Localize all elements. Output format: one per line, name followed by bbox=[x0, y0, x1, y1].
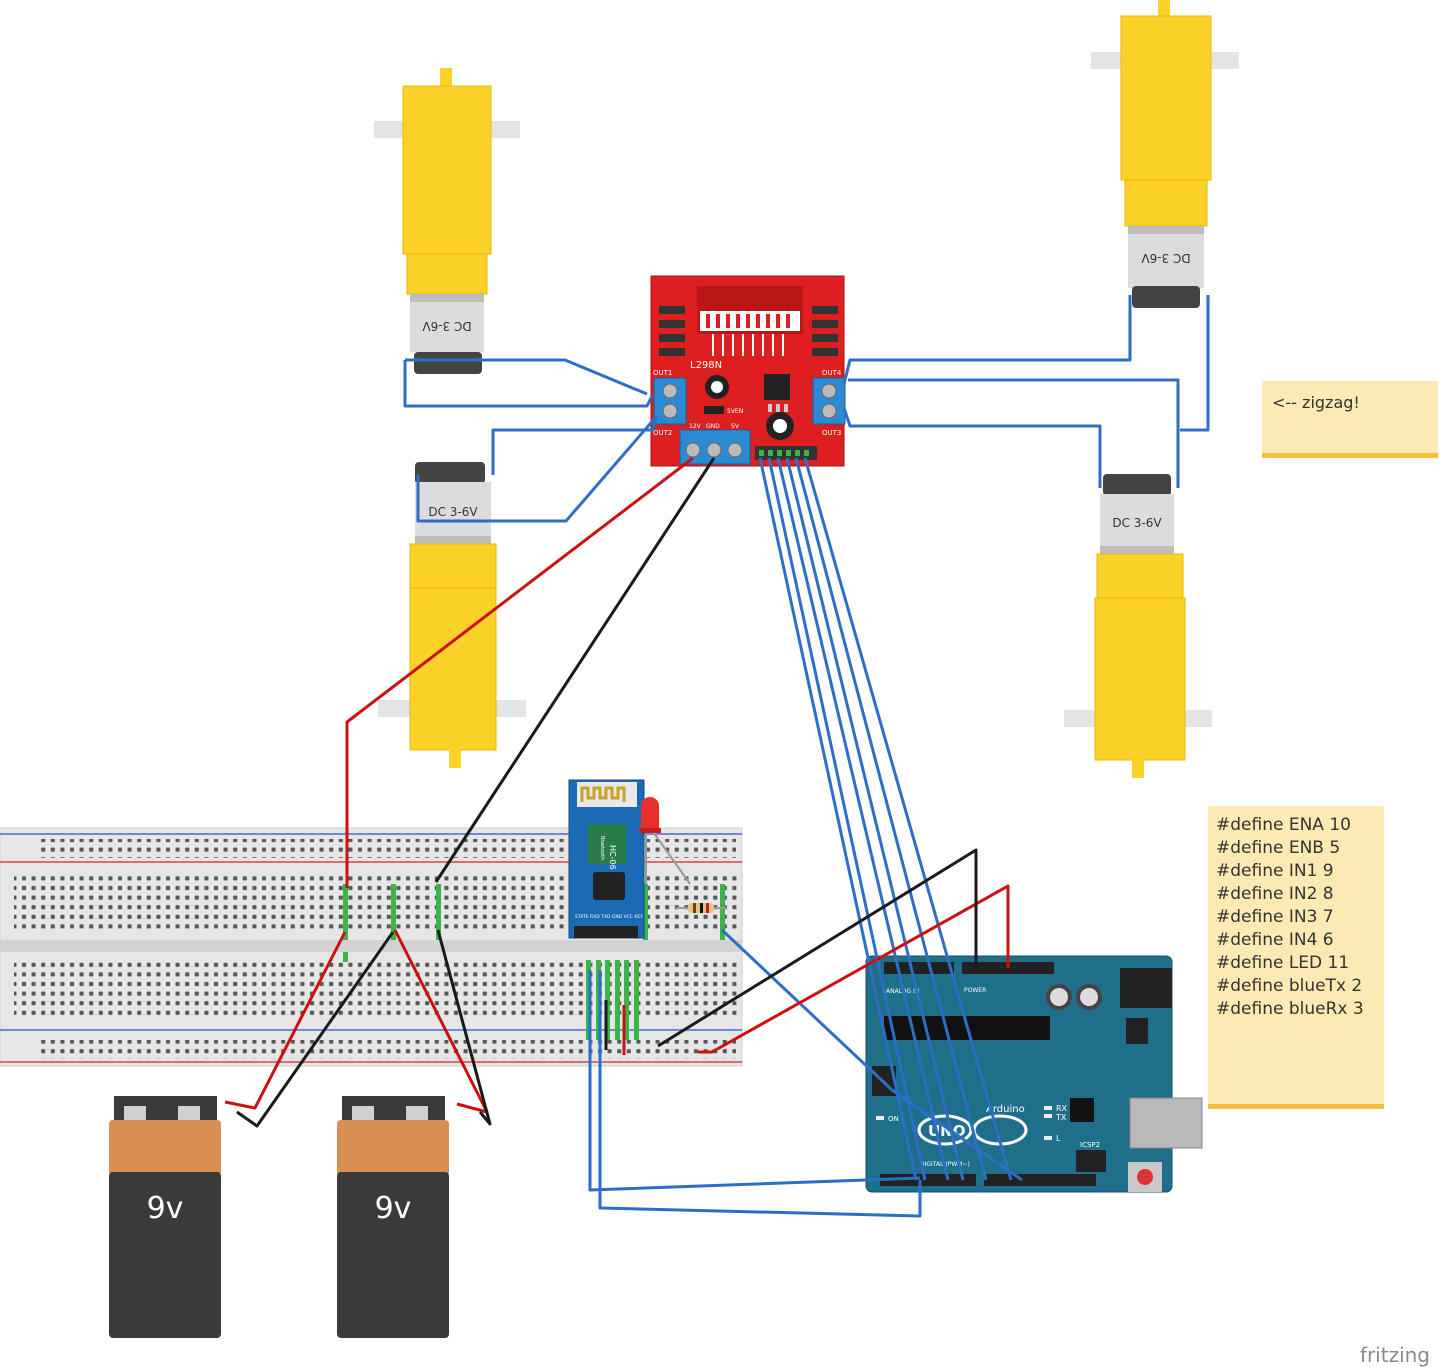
driver-out1-label: OUT1 bbox=[653, 369, 672, 377]
bluetooth-hc06: HC-06 Bluetooth STATE RXD TXD GND VCC KE… bbox=[568, 779, 645, 939]
wire-bat-l-pos bbox=[224, 931, 347, 1110]
arduino-rx-label: RX bbox=[1056, 1104, 1068, 1113]
define-line: #define IN3 7 bbox=[1216, 907, 1334, 927]
arduino-on-label: ON bbox=[888, 1115, 899, 1123]
motor-bottom-right: DC 3-6V bbox=[1064, 474, 1212, 778]
note-zigzag: <-- zigzag! bbox=[1262, 381, 1438, 458]
wire-ctrl-6 bbox=[803, 457, 1013, 1181]
wire-motor-tr-b bbox=[1180, 295, 1210, 432]
wire-bat-r-neg bbox=[436, 929, 492, 1126]
wire-motor-bl-b bbox=[416, 416, 658, 523]
fritzing-brand: fritzing bbox=[1359, 1343, 1430, 1367]
note-zigzag-text: <-- zigzag! bbox=[1272, 393, 1360, 412]
driver-5v-label: 5V bbox=[731, 423, 740, 430]
define-line: #define ENB 5 bbox=[1216, 838, 1341, 858]
wire-ctrl-3 bbox=[776, 457, 950, 1181]
wire-bat-l-neg bbox=[236, 931, 395, 1128]
wire-bt-rx bbox=[588, 970, 921, 1192]
battery-right-label: 9v bbox=[375, 1191, 412, 1226]
blue-wires bbox=[403, 295, 1210, 1218]
driver-out4-label: OUT4 bbox=[822, 369, 842, 377]
arduino-brand-label: Arduino bbox=[986, 1104, 1025, 1115]
arduino-icsp2-label: ICSP2 bbox=[1080, 1141, 1100, 1149]
arduino-tx-label: TX bbox=[1055, 1113, 1067, 1122]
wire-motor-br-b bbox=[848, 378, 1180, 488]
wire-motor-tl-a bbox=[405, 358, 648, 396]
wire-driver-12v bbox=[345, 456, 694, 888]
motor-top-right: DC 3-6V bbox=[1091, 0, 1239, 308]
motor-driver-l298n: L298N OUT1 OUT2 OUT4 OUT3 5VEN 12V GND 5… bbox=[650, 275, 846, 467]
wire-motor-tr-a bbox=[842, 295, 1132, 385]
bluetooth-pins-label: STATE RXD TXD GND VCC KEY bbox=[575, 914, 643, 920]
motor-label-tr: DC 3-6V bbox=[1141, 251, 1191, 265]
battery-right: 9v bbox=[337, 1096, 449, 1338]
define-line: #define IN1 9 bbox=[1216, 861, 1334, 881]
wire-ctrl-2 bbox=[767, 457, 927, 1181]
define-line: #define IN2 8 bbox=[1216, 884, 1334, 904]
motor-top-left: DC 3-6V bbox=[374, 68, 520, 374]
driver-gnd-label: GND bbox=[706, 423, 720, 430]
define-line: #define IN4 6 bbox=[1216, 930, 1334, 950]
arduino-power-label: POWER bbox=[964, 987, 986, 994]
battery-left: 9v bbox=[109, 1096, 221, 1338]
black-wires bbox=[236, 457, 978, 1128]
bluetooth-model-label: HC-06 bbox=[608, 845, 617, 870]
driver-12v-label: 12V bbox=[689, 423, 702, 430]
wire-motor-bl-a bbox=[491, 415, 658, 475]
driver-chip-label: L298N bbox=[690, 360, 722, 371]
define-line: #define blueRx 3 bbox=[1216, 999, 1364, 1019]
battery-left-label: 9v bbox=[147, 1191, 184, 1226]
wire-ctrl-1 bbox=[758, 457, 918, 1181]
driver-5ven-label: 5VEN bbox=[727, 408, 743, 415]
bluetooth-sub-label: Bluetooth bbox=[599, 836, 605, 860]
motor-bottom-left: DC 3-6V bbox=[378, 462, 526, 768]
arduino-l-label: L bbox=[1056, 1134, 1061, 1143]
wire-led bbox=[720, 928, 1023, 1182]
motor-label-bl: DC 3-6V bbox=[428, 505, 478, 519]
driver-out2-label: OUT2 bbox=[653, 429, 672, 437]
wire-5v bbox=[698, 884, 1010, 1054]
define-line: #define LED 11 bbox=[1216, 953, 1350, 973]
wire-ctrl-5 bbox=[794, 457, 988, 1181]
wire-bt-tx bbox=[598, 970, 922, 1218]
wire-motor-tl-b bbox=[403, 360, 654, 408]
motor-label-br: DC 3-6V bbox=[1112, 516, 1162, 530]
wire-driver-gnd bbox=[434, 457, 716, 883]
driver-out3-label: OUT3 bbox=[822, 429, 841, 437]
red-wires bbox=[224, 456, 1010, 1114]
wire-motor-br-a bbox=[842, 407, 1102, 488]
resistor bbox=[676, 903, 726, 913]
red-led bbox=[639, 797, 691, 885]
note-defines: #define ENA 10 #define ENB 5 #define IN1… bbox=[1208, 806, 1384, 1109]
define-line: #define blueTx 2 bbox=[1216, 976, 1363, 996]
wire-ctrl-4 bbox=[785, 457, 965, 1181]
motor-label-tl: DC 3-6V bbox=[422, 319, 472, 333]
define-line: #define ENA 10 bbox=[1216, 815, 1351, 835]
wire-gnd bbox=[657, 848, 978, 1048]
